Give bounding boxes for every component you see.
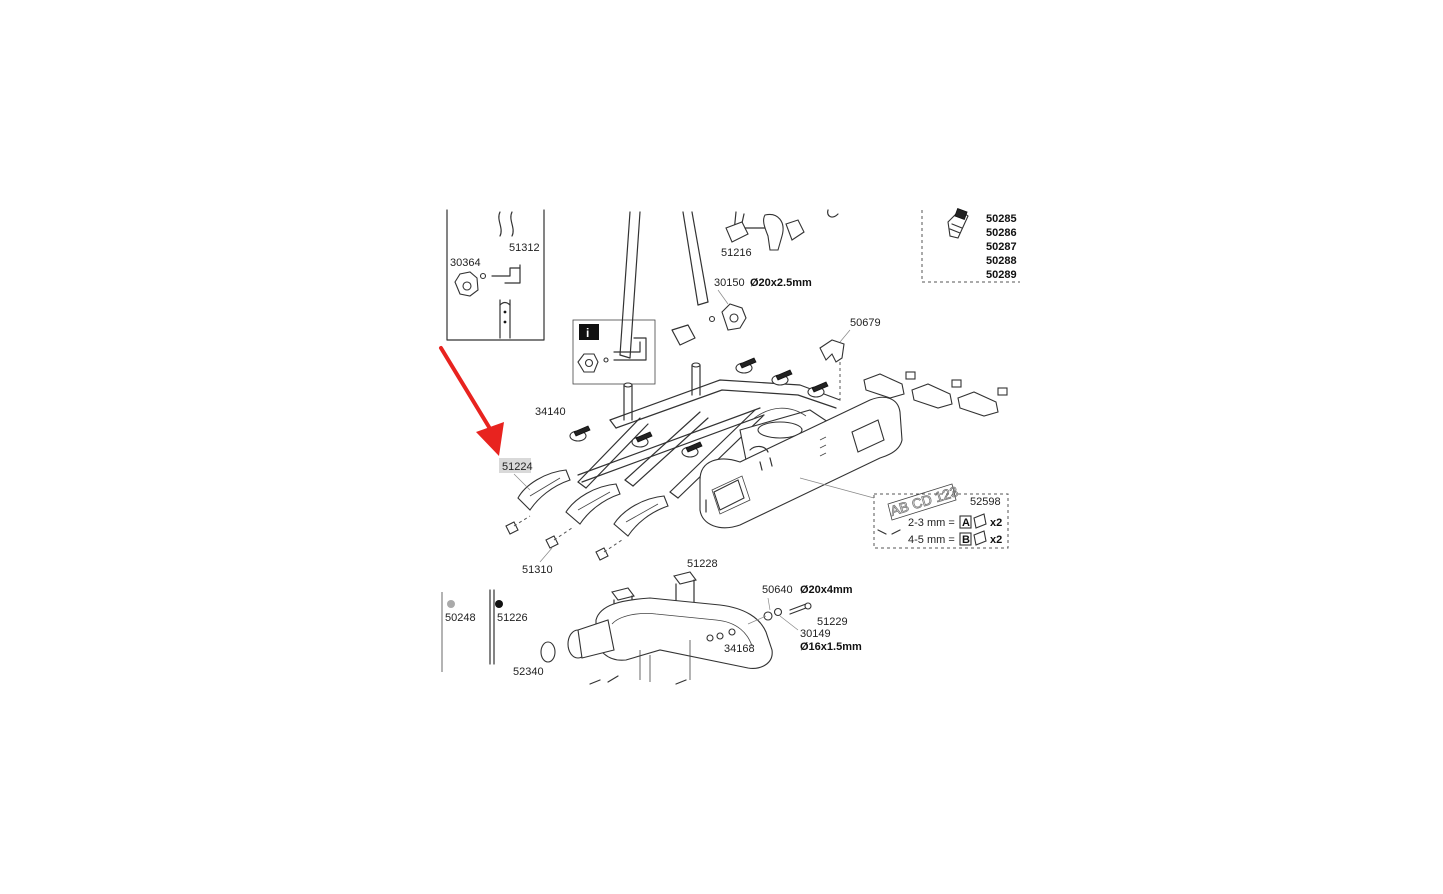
bolt-set (747, 597, 812, 631)
carrier-frame (577, 362, 903, 529)
grey-dot-icon (447, 600, 455, 608)
upright-arms (619, 211, 709, 359)
strap-icon (807, 381, 829, 398)
label-51312: 51312 (509, 242, 540, 254)
plate-spec-box: AB CD 123 2-3 mm = A x2 4-5 mm = B x2 (799, 477, 1009, 549)
label-50286: 50286 (986, 227, 1017, 239)
red-arrow-icon (439, 346, 504, 456)
black-dot-icon (495, 600, 503, 608)
strap-icon (631, 431, 653, 448)
label-34140: 34140 (535, 406, 566, 418)
strap-icon (569, 425, 591, 442)
strap-icon (681, 441, 703, 458)
info-icon: i (586, 326, 589, 340)
dimension-50640: Ø20x4mm (800, 584, 853, 596)
wheel-holders-51224 (499, 458, 669, 537)
straps (569, 357, 829, 458)
plate-text: AB CD 123 (888, 483, 960, 519)
lock-cylinder-icon (947, 208, 969, 239)
washer-icon (479, 272, 487, 280)
knob-30150-icon (708, 289, 747, 331)
label-51216: 51216 (721, 247, 752, 259)
dimension-30149: Ø16x1.5mm (800, 641, 862, 653)
label-34168: 34168 (724, 643, 755, 655)
detail-box-clamp: 30364 51312 (446, 209, 545, 341)
label-30149: 30149 (800, 628, 831, 640)
letter-b: B (962, 534, 970, 546)
label-50289: 50289 (986, 269, 1017, 281)
label-52340: 52340 (513, 666, 544, 678)
label-50287: 50287 (986, 241, 1017, 253)
label-50288: 50288 (986, 255, 1017, 267)
label-51229: 51229 (817, 616, 848, 628)
qty-a: x2 (990, 517, 1002, 529)
label-51310: 51310 (522, 564, 553, 576)
lower-frame (540, 571, 773, 685)
end-caps-51310 (505, 515, 623, 563)
label-50285: 50285 (986, 213, 1017, 225)
cable-ties (441, 589, 503, 672)
knob-30364-icon (454, 271, 479, 297)
label-52598: 52598 (970, 496, 1001, 508)
wheel-straps-right (863, 371, 1008, 417)
dimension-30150: Ø20x2.5mm (750, 277, 812, 289)
frame-holder-51216 (725, 209, 839, 251)
label-51228: 51228 (687, 558, 718, 570)
label-51226: 51226 (497, 612, 528, 624)
letter-a: A (962, 517, 970, 529)
detail-box-kit: 50285 50286 50287 50288 50289 (921, 208, 1020, 283)
label-30364: 30364 (450, 257, 481, 269)
qty-b: x2 (990, 534, 1002, 546)
label-50679: 50679 (850, 317, 881, 329)
hook-50679 (819, 329, 851, 400)
spec-a: 2-3 mm = (908, 517, 955, 529)
strap-icon (771, 369, 793, 386)
spec-b: 4-5 mm = (908, 534, 955, 546)
label-50248: 50248 (445, 612, 476, 624)
label-50640: 50640 (762, 584, 793, 596)
info-box: i (572, 319, 656, 385)
strap-icon (735, 357, 757, 374)
label-51224: 51224 (502, 461, 533, 473)
label-30150: 30150 (714, 277, 745, 289)
